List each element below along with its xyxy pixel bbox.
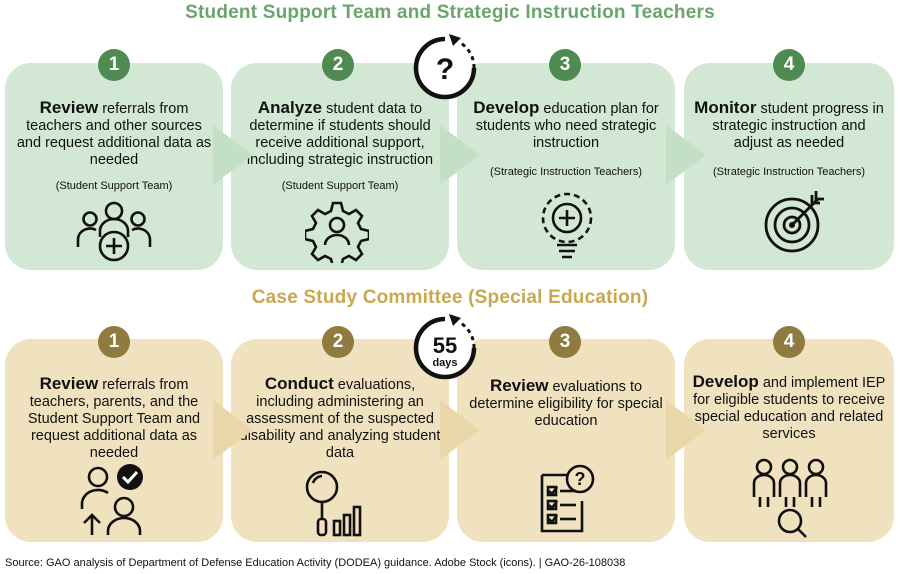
sst-step-4-card: Monitor student progress in strategic in… [684,63,894,270]
sst-step-4-text: Monitor student progress in strategic in… [694,98,884,151]
csc-step-4-text: Develop and implement IEP for eligible s… [692,372,886,442]
csc-step-2-badge: 2 [322,326,354,358]
csc-step-3-badge: 3 [549,326,581,358]
sst-arrow-3-4 [666,125,706,185]
gear-person-icon [305,201,369,263]
sst-step-1-card: Review referrals from teachers and other… [5,63,223,270]
csc-arrow-2-3 [440,400,480,460]
csc-step-1-text: Review referrals from teachers, parents,… [27,374,201,461]
section-title-sst: Student Support Team and Strategic Instr… [185,2,715,23]
checklist-question-icon: ? [540,464,595,533]
sst-step-1-text: Review referrals from teachers and other… [16,98,212,168]
csc-step-2-text: Conduct evaluations, including administe… [239,374,441,461]
section-title-csc: Case Study Committee (Special Education) [251,287,649,308]
timer-days-number: 55 [433,333,457,358]
csc-step-4-badge: 4 [773,326,805,358]
sst-step-1-badge: 1 [98,49,130,81]
group-search-icon [752,458,828,538]
sst-step-4-badge: 4 [773,49,805,81]
target-arrow-icon [764,191,824,253]
sst-step-2-card: Analyze student data to determine if stu… [231,63,449,270]
csc-step-2-card: Conduct evaluations, including administe… [231,339,449,542]
sst-step-3-card: Develop education plan for students who … [457,63,675,270]
csc-step-3-card: Review evaluations to determine eligibil… [457,339,675,542]
team-plus-icon [76,201,152,262]
timer-days-unit: days [432,357,457,369]
timer-question-mark: ? [436,53,454,86]
source-footer: Source: GAO analysis of Department of De… [5,557,626,569]
stopwatch-55-days-icon: 55 days [413,314,477,380]
sst-arrow-1-2 [213,125,253,185]
sst-step-1-owner: (Student Support Team) [55,180,173,192]
people-check-icon [80,464,143,535]
csc-arrow-1-2 [213,400,253,460]
csc-step-1-badge: 1 [98,326,130,358]
csc-arrow-3-4 [666,400,706,460]
sst-step-4-owner: (Strategic Instruction Teachers) [712,166,866,178]
sst-arrow-2-3 [440,125,480,185]
svg-text:?: ? [575,469,586,489]
sst-step-3-text: Develop education plan for students who … [473,98,659,151]
lightbulb-plus-icon [541,192,593,259]
sst-step-3-badge: 3 [549,49,581,81]
stopwatch-question-icon: ? [413,34,477,100]
csc-step-4-card: Develop and implement IEP for eligible s… [684,339,894,542]
sst-step-3-owner: (Strategic Instruction Teachers) [489,166,643,178]
sst-step-2-badge: 2 [322,49,354,81]
csc-step-3-text: Review evaluations to determine eligibil… [469,376,663,429]
sst-step-2-text: Analyze student data to determine if stu… [246,98,434,168]
csc-step-1-card: Review referrals from teachers, parents,… [5,339,223,542]
magnifier-chart-icon [305,470,362,537]
sst-step-2-owner: (Student Support Team) [281,180,399,192]
